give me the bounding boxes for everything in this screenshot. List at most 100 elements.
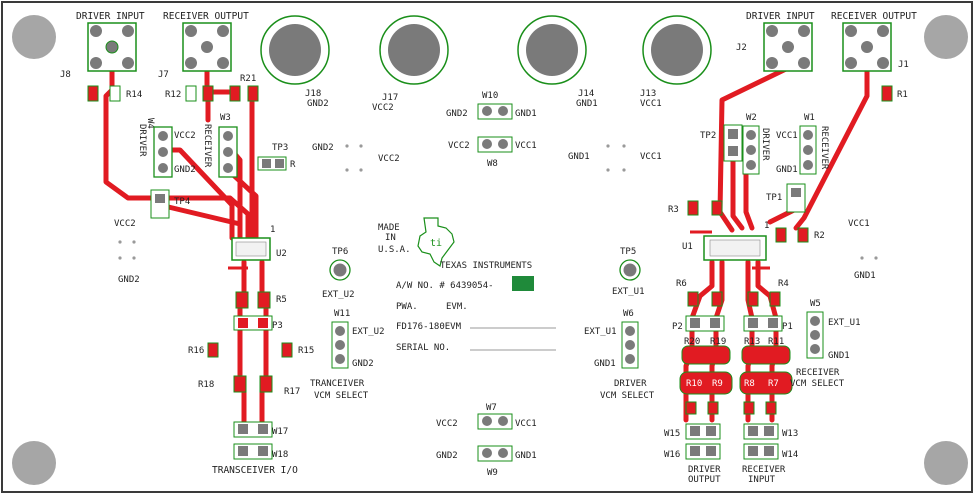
chip-u1: 1 U1 xyxy=(682,221,770,270)
svg-text:1: 1 xyxy=(764,221,769,231)
j7-ref: J7 xyxy=(158,70,169,80)
company-label: TEXAS INSTRUMENTS xyxy=(440,261,532,271)
svg-text:R13: R13 xyxy=(744,337,760,347)
jumper-w4: W4 VCC2 GND2 DRIVER xyxy=(137,118,196,178)
svg-text:VCM SELECT: VCM SELECT xyxy=(790,379,845,389)
svg-text:R10: R10 xyxy=(686,379,702,389)
jumper-w8: VCC2 VCC1 W8 xyxy=(448,136,537,169)
svg-text:GND1: GND1 xyxy=(576,99,598,109)
resistor-r21: R21 xyxy=(229,74,259,102)
mount-hole-top-left xyxy=(12,15,56,59)
svg-text:W16: W16 xyxy=(664,450,680,460)
svg-text:TP6: TP6 xyxy=(332,247,348,257)
svg-text:R16: R16 xyxy=(188,346,204,356)
svg-text:W18: W18 xyxy=(272,450,288,460)
svg-text:RECEIVER: RECEIVER xyxy=(819,126,829,170)
gnd1-right-label: GND1 xyxy=(854,271,876,281)
made-in-usa: MADE IN U.S.A. xyxy=(378,223,411,255)
vcc1-mid-label: VCC1 xyxy=(640,152,662,162)
svg-text:W5: W5 xyxy=(810,299,821,309)
resistor-r14: R14 xyxy=(87,85,142,102)
svg-text:GND2: GND2 xyxy=(307,99,329,109)
svg-text:R: R xyxy=(290,160,296,170)
jumper-w17: W17 xyxy=(233,421,288,438)
svg-text:VCC2: VCC2 xyxy=(174,131,196,141)
svg-text:IN: IN xyxy=(385,233,396,243)
svg-text:P3: P3 xyxy=(272,321,283,331)
jumper-w14: W14 xyxy=(743,443,798,460)
svg-text:GND2: GND2 xyxy=(446,109,468,119)
resistor-r1: R1 xyxy=(881,85,908,102)
vcc2-left-dots xyxy=(118,240,136,260)
mount-hole-bottom-right xyxy=(924,441,968,485)
receiver-input-label-1: RECEIVER xyxy=(742,465,786,475)
svg-text:1: 1 xyxy=(270,225,275,235)
gnd1-mid-label: GND1 xyxy=(568,152,590,162)
svg-text:J14: J14 xyxy=(578,89,594,99)
gnd2-mid-dots xyxy=(345,144,363,172)
pwa-label: PWA. xyxy=(396,302,418,312)
svg-text:TP3: TP3 xyxy=(272,143,288,153)
svg-text:W1: W1 xyxy=(804,113,815,123)
svg-text:DRIVER: DRIVER xyxy=(137,124,147,157)
svg-text:P2: P2 xyxy=(672,322,683,332)
svg-text:P1: P1 xyxy=(782,322,793,332)
svg-text:U1: U1 xyxy=(682,242,693,252)
svg-text:DRIVER: DRIVER xyxy=(614,379,647,389)
banana-j17: J17 VCC2 xyxy=(372,15,449,113)
resistor-row-lower: R10 R9 R8 R7 xyxy=(679,371,793,395)
svg-text:GND2: GND2 xyxy=(174,165,196,175)
mount-hole-bottom-left xyxy=(12,441,56,485)
svg-text:R8: R8 xyxy=(744,379,755,389)
svg-text:RECEIVER: RECEIVER xyxy=(202,124,212,168)
svg-text:R17: R17 xyxy=(284,387,300,397)
connector-j8: DRIVER INPUT J8 xyxy=(60,11,145,80)
j2-title: DRIVER INPUT xyxy=(746,11,815,22)
svg-text:VCC1: VCC1 xyxy=(640,99,662,109)
svg-text:TP4: TP4 xyxy=(174,197,190,207)
jumper-w6: W6 EXT_U1 GND1 DRIVER VCM SELECT xyxy=(584,309,655,401)
gnd1-right-dots xyxy=(860,256,878,260)
svg-text:J17: J17 xyxy=(382,93,398,103)
svg-text:EXT_U1: EXT_U1 xyxy=(828,318,861,328)
svg-text:R12: R12 xyxy=(165,90,181,100)
header-p2: P2 xyxy=(672,315,725,332)
gnd2-left-label: GND2 xyxy=(118,275,140,285)
gnd1-mid-dots xyxy=(606,144,626,172)
jumper-w3: W3 RECEIVER xyxy=(202,113,238,178)
svg-text:W6: W6 xyxy=(623,309,634,319)
svg-text:R15: R15 xyxy=(298,346,314,356)
resistor-r16: R16 xyxy=(188,342,219,358)
svg-text:R6: R6 xyxy=(676,279,687,289)
jumper-w2: W2 DRIVER xyxy=(742,113,770,175)
svg-text:W2: W2 xyxy=(746,113,757,123)
svg-text:W9: W9 xyxy=(487,468,498,478)
jumper-w10: W10 GND2 GND1 xyxy=(446,91,537,120)
resistor-r12: R12 xyxy=(165,85,214,102)
svg-text:W14: W14 xyxy=(782,450,798,460)
svg-text:R14: R14 xyxy=(126,90,142,100)
svg-text:W8: W8 xyxy=(487,159,498,169)
svg-text:W3: W3 xyxy=(220,113,231,123)
svg-text:W4: W4 xyxy=(145,118,155,129)
svg-text:EXT_U1: EXT_U1 xyxy=(612,287,645,297)
header-p3: P3 xyxy=(233,315,283,331)
svg-text:W17: W17 xyxy=(272,427,288,437)
svg-text:R9: R9 xyxy=(712,379,723,389)
svg-text:VCM SELECT: VCM SELECT xyxy=(600,391,655,401)
svg-text:GND1: GND1 xyxy=(515,109,537,119)
svg-text:R19: R19 xyxy=(710,337,726,347)
svg-text:R21: R21 xyxy=(240,74,256,84)
vcc1-right-label: VCC1 xyxy=(848,219,870,229)
svg-text:W15: W15 xyxy=(664,429,680,439)
texas-logo: ti xyxy=(417,217,455,267)
svg-text:GND1: GND1 xyxy=(828,351,850,361)
j7-title: RECEIVER OUTPUT xyxy=(163,11,249,22)
jumper-w7: W7 VCC2 VCC1 xyxy=(436,403,537,430)
resistor-r4: R4 xyxy=(747,279,789,307)
transceiver-io-label: TRANSCEIVER I/O xyxy=(212,465,298,476)
serial-label: SERIAL NO. xyxy=(396,343,450,353)
j2-ref: J2 xyxy=(736,43,747,53)
jumper-w13: W13 xyxy=(743,423,798,440)
